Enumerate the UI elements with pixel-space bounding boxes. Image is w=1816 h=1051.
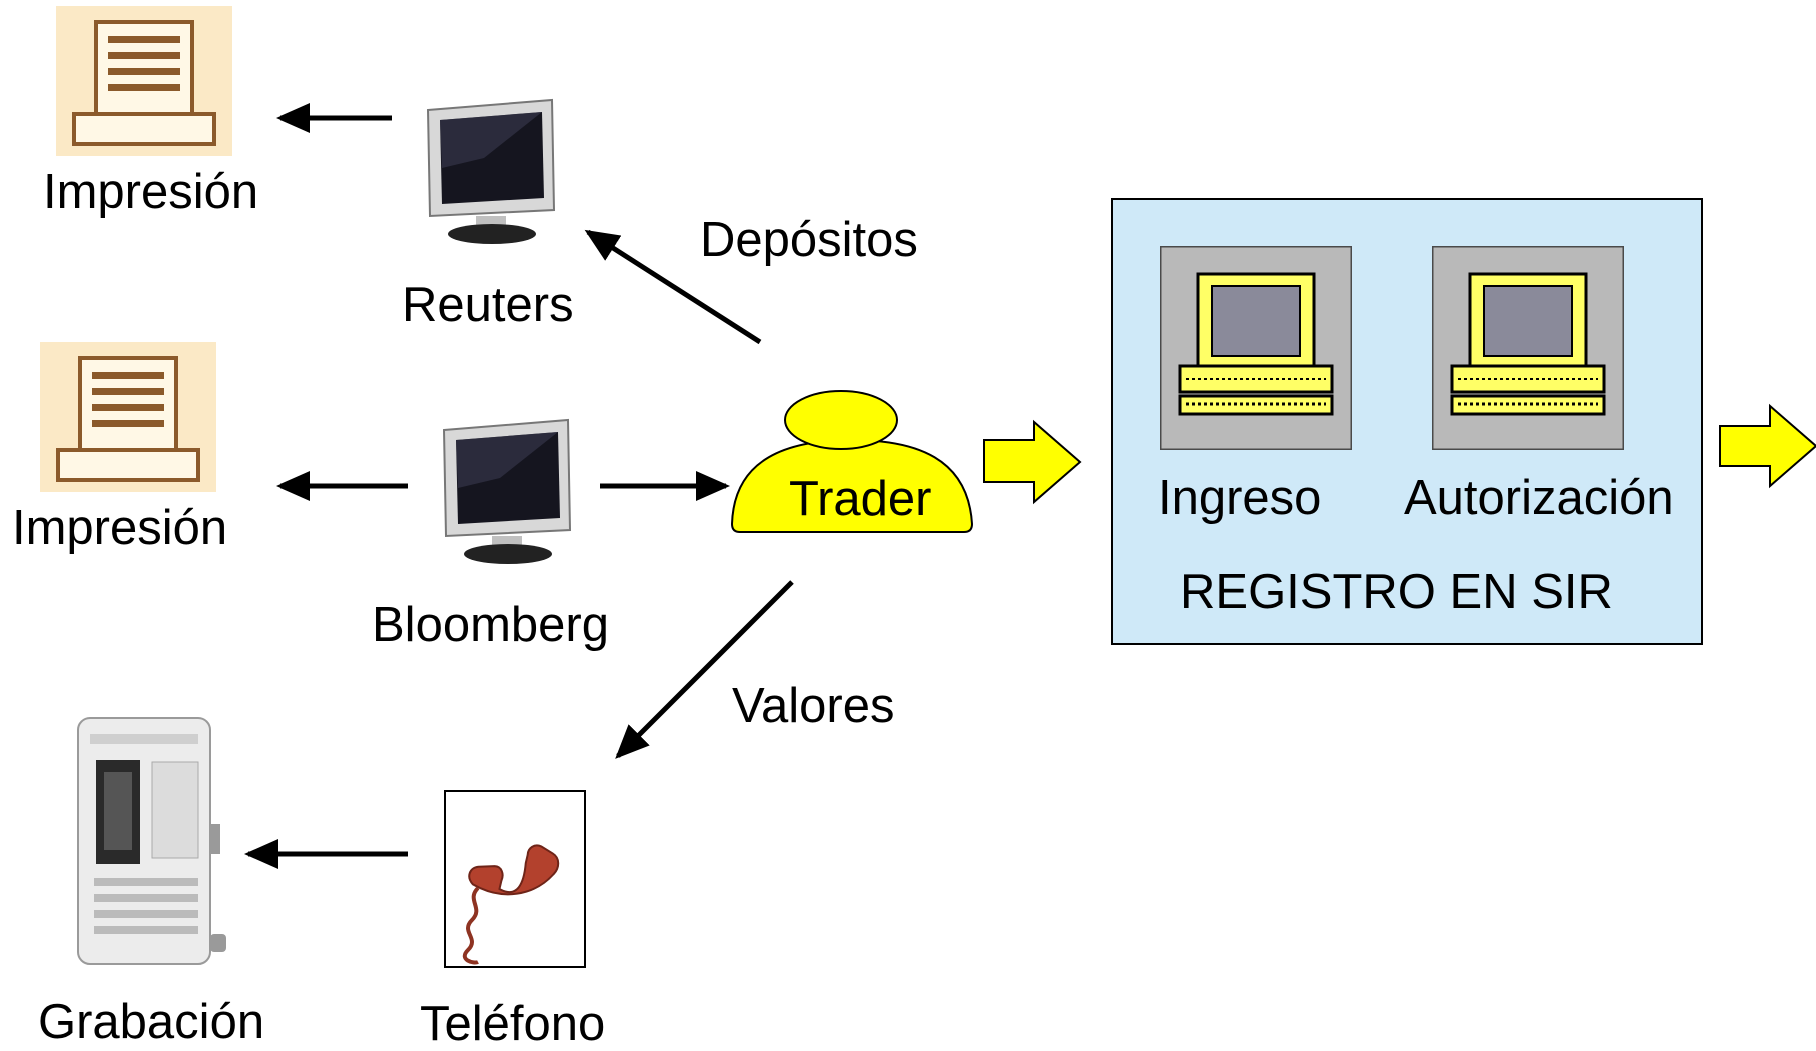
label-registro-en-sir: REGISTRO EN SIR: [1180, 565, 1613, 619]
label-impresion-2: Impresión: [12, 501, 228, 555]
computer-icon: [1430, 244, 1626, 452]
recorder-icon: [72, 714, 234, 968]
label-bloomberg: Bloomberg: [372, 598, 609, 652]
computer-icon: [1158, 244, 1354, 452]
label-autorizacion: Autorización: [1404, 471, 1674, 525]
arrow-trader-to-telefono: [615, 580, 794, 759]
label-valores: Valores: [732, 679, 895, 733]
label-trader: Trader: [789, 472, 932, 526]
monitor-icon: [440, 418, 574, 568]
label-ingreso: Ingreso: [1158, 471, 1322, 525]
block-arrow-trader-to-sir: [983, 419, 1082, 505]
label-telefono: Teléfono: [420, 997, 606, 1051]
trader-shape: [728, 388, 976, 536]
label-grabacion: Grabación: [38, 995, 265, 1049]
label-depositos: Depósitos: [700, 213, 918, 267]
label-impresion-1: Impresión: [43, 165, 259, 219]
printer-icon: [56, 6, 232, 156]
block-arrow-sir-out: [1719, 403, 1816, 489]
printer-icon: [40, 342, 216, 492]
phone-icon: [444, 790, 586, 968]
arrow-trader-to-reuters: [584, 229, 762, 345]
monitor-icon: [424, 98, 558, 248]
label-reuters: Reuters: [402, 278, 574, 332]
